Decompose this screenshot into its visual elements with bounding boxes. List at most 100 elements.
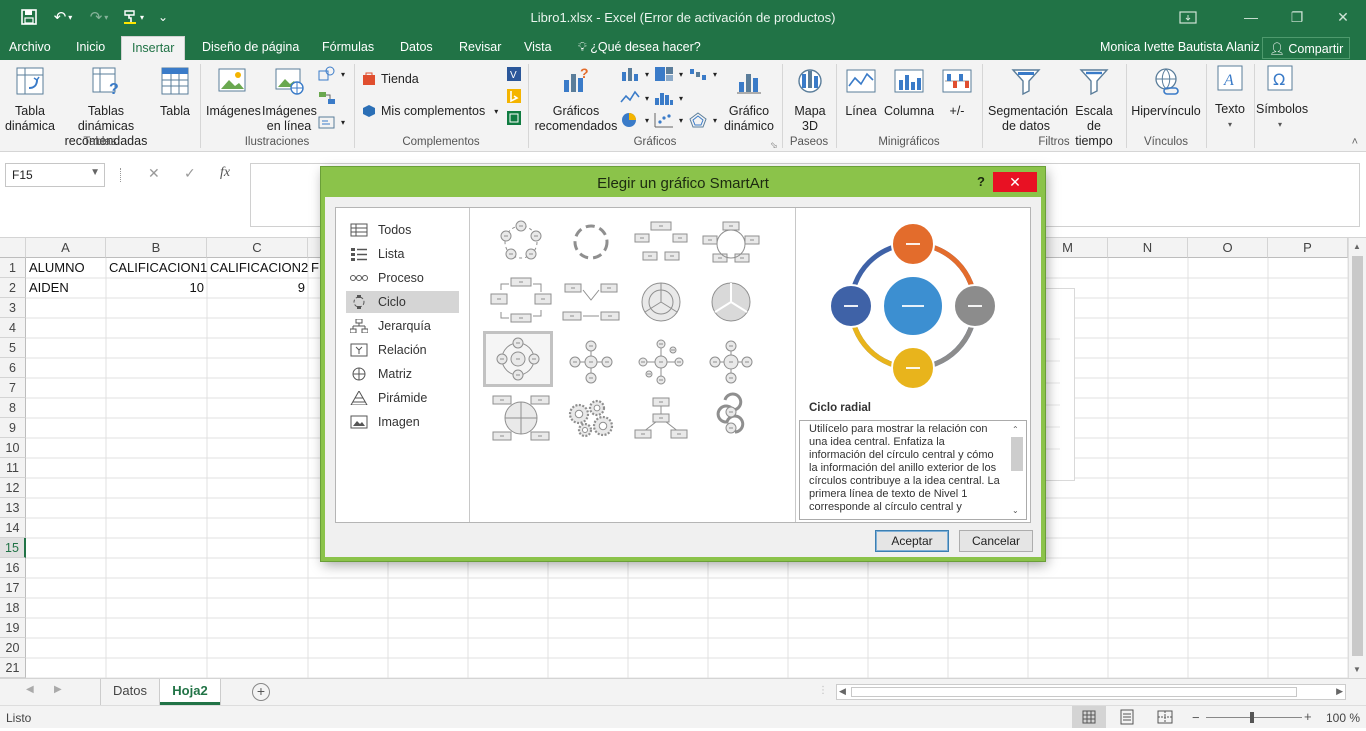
- tab-diseno-pagina[interactable]: Diseño de página: [202, 40, 300, 54]
- description-scroll-down-icon[interactable]: ⌄: [1012, 506, 1019, 515]
- category-todos[interactable]: Todos: [346, 219, 459, 241]
- description-scroll-up-icon[interactable]: ⌃: [1012, 425, 1019, 434]
- row-header[interactable]: 4: [0, 318, 26, 338]
- description-scroll-thumb[interactable]: [1011, 437, 1023, 471]
- tab-archivo[interactable]: Archivo: [9, 40, 51, 54]
- normal-view-button[interactable]: [1072, 706, 1106, 728]
- customize-toolbar-icon[interactable]: ⌄: [157, 10, 169, 24]
- layout-thumbnail-radial-cycle[interactable]: [483, 331, 553, 387]
- timeline-button[interactable]: Escala de tiempo: [1068, 66, 1120, 149]
- layout-thumbnail[interactable]: [696, 390, 766, 446]
- layout-thumbnail[interactable]: [556, 274, 626, 330]
- name-box[interactable]: F15▼: [5, 163, 105, 187]
- stat-chart-button[interactable]: ▾: [654, 90, 683, 106]
- dialog-close-button[interactable]: ✕: [993, 172, 1037, 192]
- zoom-slider-thumb[interactable]: [1250, 712, 1254, 723]
- waterfall-chart-button[interactable]: ▾: [688, 66, 717, 82]
- zoom-out-icon[interactable]: −: [1192, 710, 1200, 725]
- recommended-pivot-button[interactable]: ? Tablas dinámicas recomendadas: [60, 66, 152, 149]
- tab-formulas[interactable]: Fórmulas: [322, 40, 375, 54]
- hierarchy-chart-button[interactable]: ▾: [654, 66, 683, 82]
- scroll-right-icon[interactable]: ▶: [1336, 686, 1343, 696]
- row-header[interactable]: 3: [0, 298, 26, 318]
- sparkline-column-button[interactable]: Columna: [884, 66, 934, 119]
- formula-bar-splitter[interactable]: [120, 168, 122, 182]
- dialog-title[interactable]: Elegir un gráfico SmartArt: [325, 171, 1041, 197]
- name-box-dropdown-icon[interactable]: ▼: [90, 167, 100, 178]
- minimize-button[interactable]: —: [1244, 9, 1258, 25]
- category-piramide[interactable]: Pirámide: [346, 387, 459, 409]
- line-chart-button[interactable]: ▾: [620, 90, 649, 106]
- next-sheet-icon[interactable]: ▶: [54, 684, 62, 695]
- sparkline-winloss-button[interactable]: +/-: [940, 66, 974, 119]
- row-header[interactable]: 10: [0, 438, 26, 458]
- screenshot-button[interactable]: ▾: [318, 114, 345, 130]
- hyperlink-button[interactable]: Hipervínculo: [1130, 66, 1202, 119]
- sparkline-line-button[interactable]: Línea: [842, 66, 880, 119]
- vertical-scrollbar[interactable]: ▲ ▼: [1348, 238, 1366, 678]
- cancel-entry-icon[interactable]: ✕: [148, 165, 160, 181]
- cell-a1[interactable]: ALUMNO: [29, 260, 85, 275]
- pictures-button[interactable]: Imágenes: [206, 66, 261, 119]
- redo-icon[interactable]: ↷▾: [89, 9, 109, 26]
- add-sheet-icon[interactable]: +: [252, 683, 270, 701]
- row-header[interactable]: 21: [0, 658, 26, 678]
- layout-thumbnail[interactable]: [696, 274, 766, 330]
- row-header[interactable]: 9: [0, 418, 26, 438]
- my-addins-button[interactable]: Mis complementos▾: [362, 104, 498, 118]
- people-graph-icon[interactable]: [506, 110, 522, 126]
- table-button[interactable]: Tabla: [157, 66, 193, 119]
- user-name[interactable]: Monica Ivette Bautista Alaniz: [1100, 40, 1260, 54]
- category-jerarquia[interactable]: Jerarquía: [346, 315, 459, 337]
- pie-chart-button[interactable]: ▾: [620, 112, 649, 128]
- symbols-button[interactable]: Ω Símbolos ▾: [1256, 64, 1308, 132]
- row-header[interactable]: 11: [0, 458, 26, 478]
- row-header[interactable]: 20: [0, 638, 26, 658]
- radar-chart-button[interactable]: ▾: [688, 112, 717, 128]
- row-header[interactable]: 15: [0, 538, 26, 558]
- prev-sheet-icon[interactable]: ◀: [26, 684, 34, 695]
- online-pictures-button[interactable]: Imágenes en línea: [262, 66, 317, 134]
- row-header[interactable]: 6: [0, 358, 26, 378]
- category-relacion[interactable]: Relación: [346, 339, 459, 361]
- tab-revisar[interactable]: Revisar: [459, 40, 502, 54]
- insert-function-icon[interactable]: fx: [220, 165, 231, 180]
- select-all-corner[interactable]: [0, 238, 26, 258]
- row-header[interactable]: 1: [0, 258, 26, 278]
- horizontal-scroll-thumb[interactable]: [851, 687, 1297, 697]
- maximize-button[interactable]: ❐: [1290, 8, 1304, 25]
- sheet-tab-hoja2[interactable]: Hoja2: [160, 679, 220, 705]
- column-header-n[interactable]: N: [1108, 238, 1188, 258]
- column-header-o[interactable]: O: [1188, 238, 1268, 258]
- recommended-charts-button[interactable]: ? Gráficos recomendados: [534, 65, 618, 134]
- shapes-button[interactable]: ▾: [318, 66, 345, 82]
- share-button[interactable]: 👤︎ Compartir: [1262, 37, 1351, 59]
- layout-thumbnail[interactable]: [626, 274, 696, 330]
- layout-thumbnail[interactable]: [486, 214, 556, 270]
- page-layout-view-button[interactable]: [1118, 709, 1136, 728]
- confirm-entry-icon[interactable]: ✓: [184, 165, 196, 181]
- scroll-up-icon[interactable]: ▲: [1353, 242, 1361, 251]
- cell-d1[interactable]: FI: [311, 260, 322, 275]
- category-imagen[interactable]: Imagen: [346, 411, 459, 433]
- undo-icon[interactable]: ↶▾: [53, 9, 73, 26]
- row-header[interactable]: 19: [0, 618, 26, 638]
- save-icon[interactable]: [18, 7, 40, 27]
- layout-thumbnail[interactable]: [486, 390, 556, 446]
- layout-thumbnail[interactable]: [696, 334, 766, 390]
- cancel-button[interactable]: Cancelar: [959, 530, 1033, 552]
- row-header[interactable]: 16: [0, 558, 26, 578]
- scroll-down-icon[interactable]: ▼: [1353, 665, 1361, 674]
- cell-b1[interactable]: CALIFICACION1: [109, 260, 207, 275]
- cell-c1[interactable]: CALIFICACION2: [210, 260, 308, 275]
- column-header-m[interactable]: M: [1028, 238, 1108, 258]
- pivot-table-button[interactable]: Tabla dinámica: [4, 66, 56, 134]
- format-painter-icon[interactable]: ▾: [118, 7, 148, 27]
- description-scrollbar[interactable]: ⌃ ⌄: [1009, 423, 1024, 517]
- visio-addin-icon[interactable]: V: [506, 66, 522, 82]
- cell-a2[interactable]: AIDEN: [29, 280, 69, 295]
- cell-b2[interactable]: 10: [189, 280, 204, 295]
- column-header-b[interactable]: B: [106, 238, 207, 258]
- ribbon-display-options-icon[interactable]: [1168, 0, 1208, 36]
- tab-datos[interactable]: Datos: [400, 40, 433, 54]
